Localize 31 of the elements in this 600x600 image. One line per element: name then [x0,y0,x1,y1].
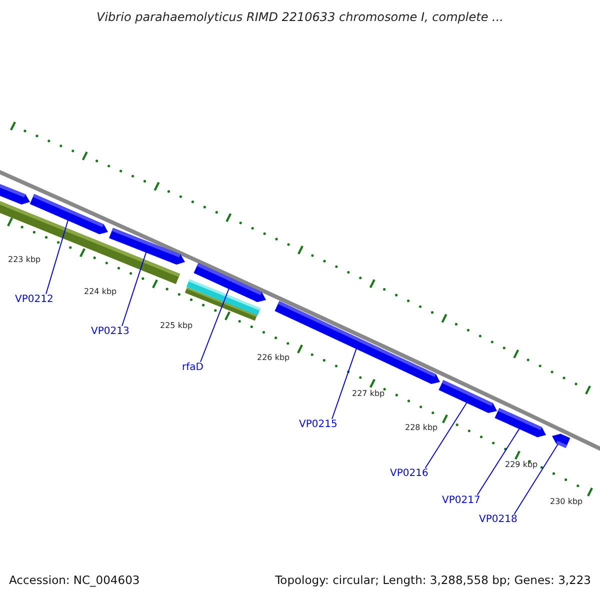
scale-label: 228 kbp [405,423,438,432]
leader-line [122,252,147,326]
gene-label: VP0216 [390,468,428,480]
gene-block [552,434,570,448]
leader-line [514,444,558,514]
feature-bar [0,200,180,284]
genome-info-text: Topology: circular; Length: 3,288,558 bp; Genes: 3,223 [275,574,591,588]
gene-label: VP0213 [91,326,130,338]
scale-label: 224 kbp [84,287,117,296]
scale-label: 229 kbp [505,460,538,470]
gene-block [494,408,546,438]
title: Vibrio parahaemolyticus RIMD 2210633 chromosome I, complete ... [96,11,504,25]
gene-block [0,182,30,204]
scale-label: 226 kbp [257,353,290,362]
gene-block [274,301,440,384]
gene-label: VP0217 [442,495,480,506]
scale-label: 225 kbp [160,321,193,330]
scale-label: 230 kbp [550,497,583,506]
gene-block [438,380,497,413]
feature-bar [184,287,258,321]
leader-line [476,428,520,496]
gene-label: VP0215 [299,419,338,430]
accession-text: Accession: NC_004603 [9,574,140,588]
leader-line [200,288,230,362]
gene-label: VP0218 [479,514,518,526]
scale-label: 223 kbp [8,255,41,264]
gene-label: VP0212 [15,294,54,306]
leader-line [332,348,357,420]
leader-line [424,402,468,468]
leader-line [46,220,68,294]
gene-label: rfaD [182,362,204,374]
